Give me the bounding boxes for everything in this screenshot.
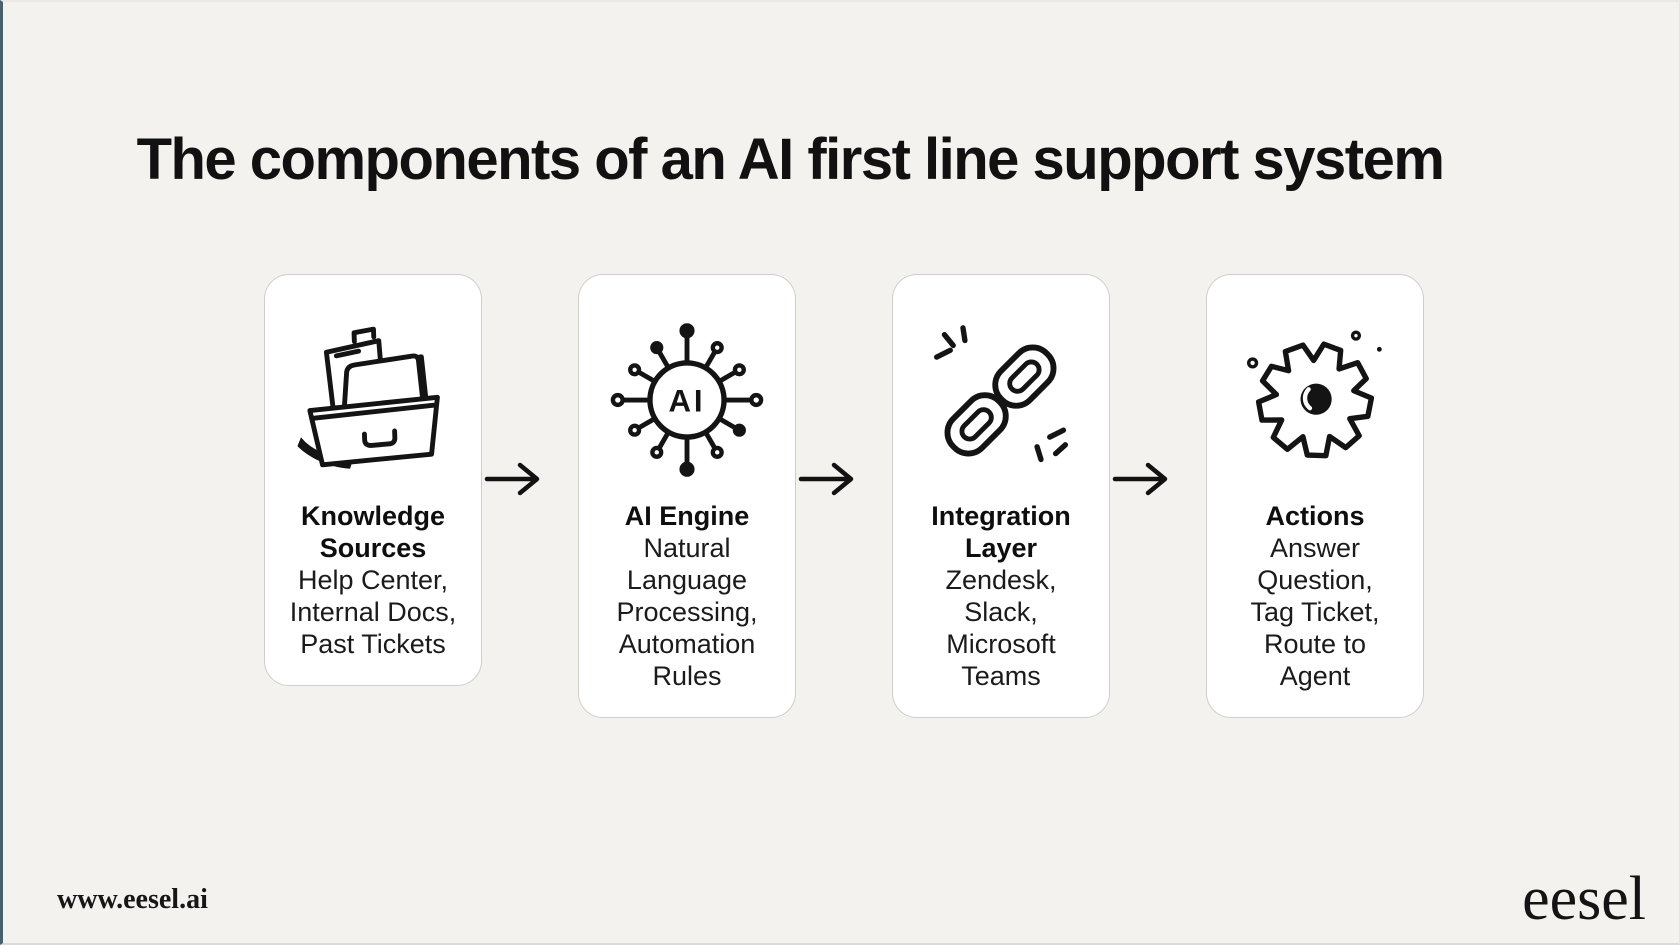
card-description-line: Route to	[1263, 629, 1367, 659]
brand-logo: eesel	[1522, 865, 1646, 933]
card-description-line: Answer	[1269, 533, 1361, 563]
card-description-line: Slack,	[964, 597, 1038, 627]
card-description-line: Automation	[618, 629, 756, 659]
gear-icon	[1246, 330, 1382, 459]
card-title: Knowledge Sources	[300, 501, 445, 563]
ai-icon-label: AI	[668, 384, 705, 419]
footer-website: www.eesel.ai	[57, 884, 208, 915]
card-description-line: Natural	[643, 533, 731, 563]
card-description-line: Agent	[1279, 661, 1351, 691]
card-description-line: Internal Docs,	[289, 597, 457, 627]
card-title: AI Engine	[624, 501, 750, 531]
archive-box-icon	[297, 326, 440, 469]
ai-chip-icon: AI	[610, 323, 764, 477]
flow-connector	[1110, 274, 1206, 718]
flow-connector	[482, 274, 578, 718]
page-title: The components of an AI first line suppo…	[136, 126, 1445, 192]
card-description-line: Tag Ticket,	[1250, 597, 1380, 627]
card-description-line: Processing,	[616, 597, 758, 627]
card-title: Actions	[1265, 501, 1365, 531]
card-description-line: Language	[626, 565, 748, 595]
arrow-right-icon	[484, 462, 540, 496]
card-icon-box	[270, 300, 476, 500]
card-title: Integration Layer	[931, 501, 1071, 563]
card-description-line: Teams	[961, 661, 1041, 691]
card-description-line: Zendesk,	[945, 565, 1057, 595]
card-icon-box	[898, 300, 1104, 500]
card-icon-box: AI	[584, 300, 790, 500]
card-icon-box	[1212, 300, 1418, 500]
card-description-line: Help Center,	[297, 565, 449, 595]
card-description-line: Question,	[1257, 565, 1373, 595]
card-description-line: Rules	[652, 661, 722, 691]
flow-connector	[796, 274, 892, 718]
card-description-line: Past Tickets	[300, 629, 446, 659]
arrow-right-icon	[1112, 462, 1168, 496]
card-description-line: Microsoft	[946, 629, 1056, 659]
chain-link-icon	[933, 325, 1069, 463]
arrow-right-icon	[798, 462, 854, 496]
